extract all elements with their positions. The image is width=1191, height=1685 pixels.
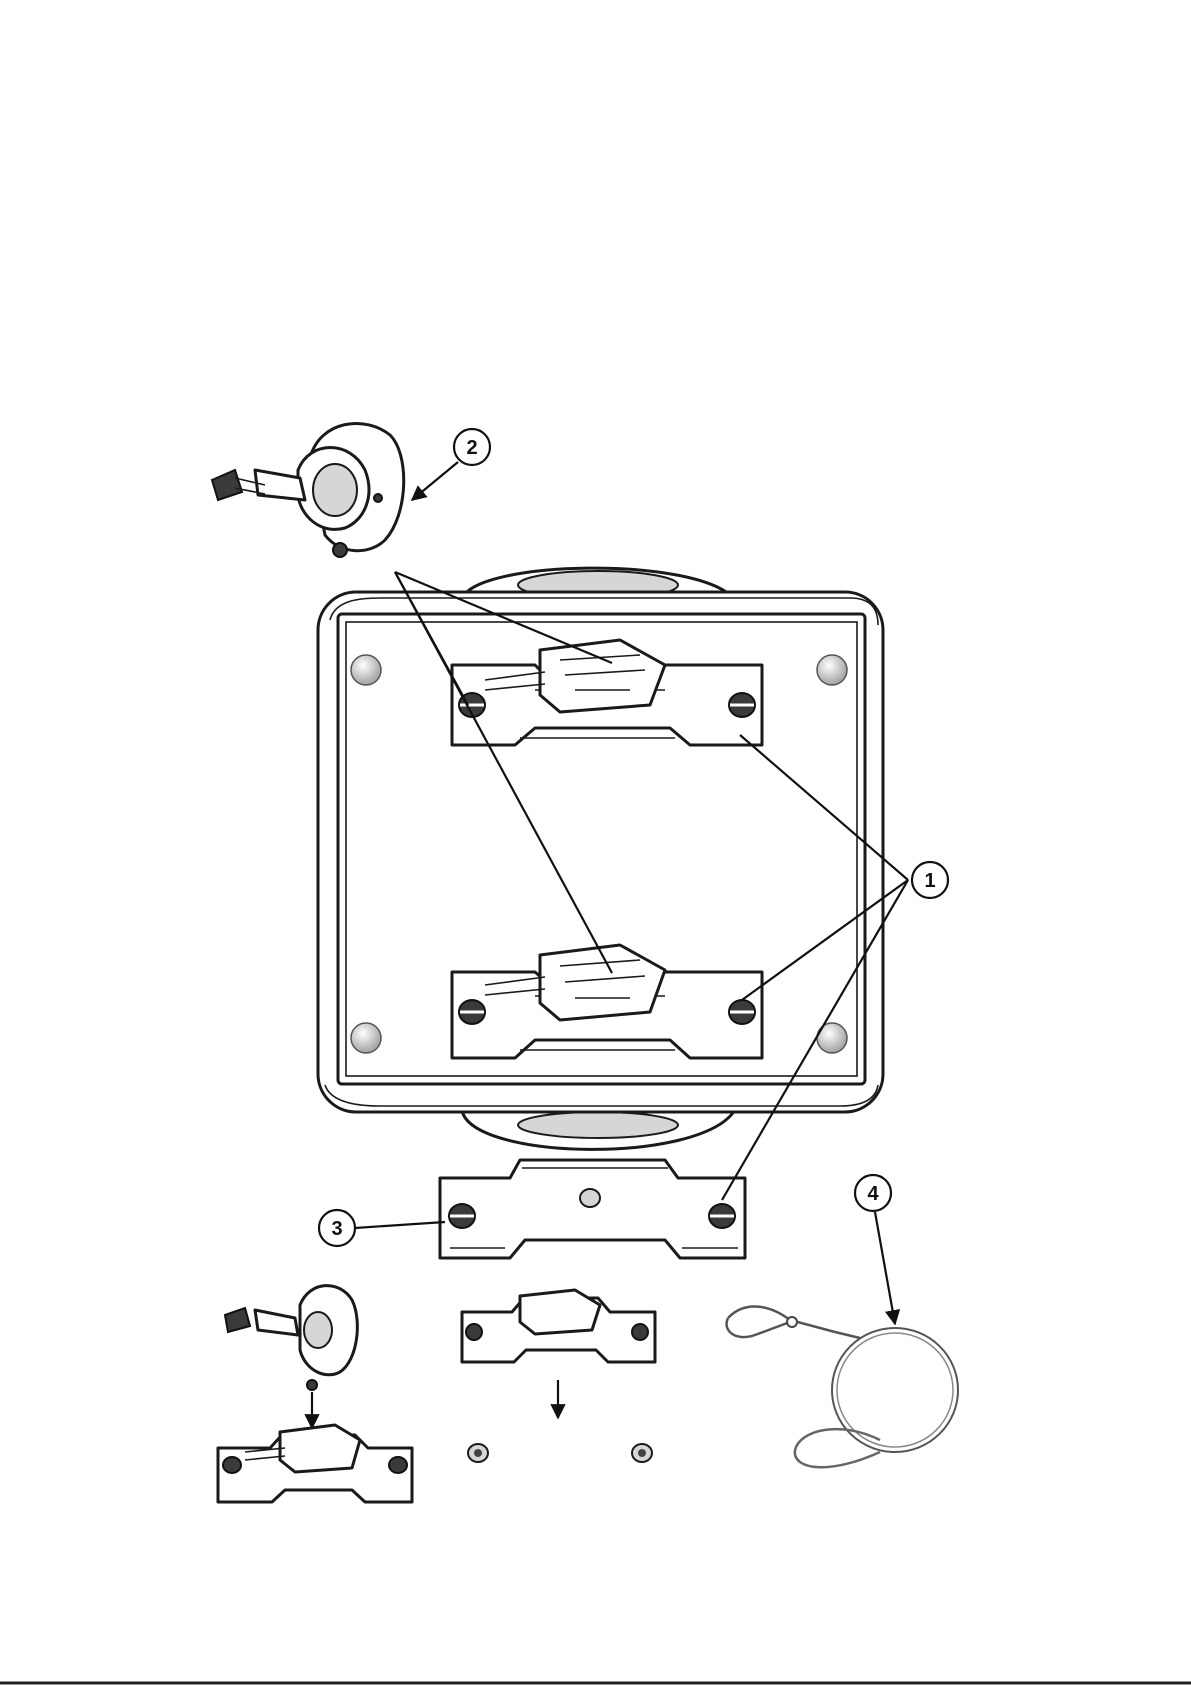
safety-wire-icon — [727, 1306, 958, 1467]
half-coupler-clamp-icon — [212, 423, 404, 557]
callout-3: 3 — [319, 1210, 355, 1246]
callout-2-label: 2 — [466, 437, 477, 459]
callout-2: 2 — [454, 429, 490, 465]
callout-3-label: 3 — [331, 1218, 342, 1240]
omega-bracket-icon — [440, 1160, 745, 1258]
callout-4-label: 4 — [867, 1183, 879, 1205]
omega-bracket-icon — [462, 1290, 655, 1362]
half-coupler-clamp-icon — [225, 1286, 357, 1390]
nut-icon — [468, 1444, 652, 1462]
callout-4: 4 — [855, 1175, 891, 1211]
callout-1-label: 1 — [924, 870, 935, 892]
callout-1: 1 — [912, 862, 948, 898]
omega-bracket-icon — [218, 1425, 412, 1502]
